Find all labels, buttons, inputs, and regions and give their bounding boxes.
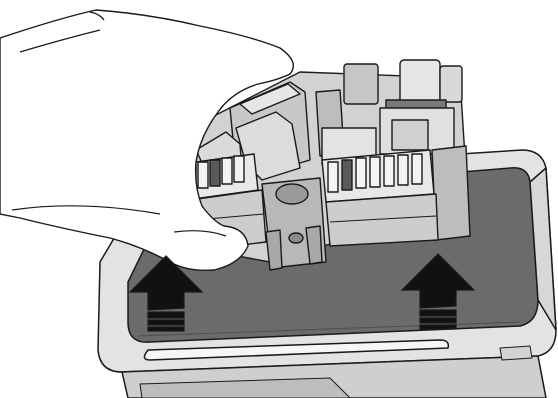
stud-leg-right — [305, 225, 323, 265]
fuse-left-2 — [197, 161, 209, 189]
fuse-box — [181, 59, 471, 271]
stud-leg-left — [265, 229, 283, 271]
tray-right-wall — [529, 167, 557, 331]
relay-top-a — [239, 83, 301, 115]
fuse-right-6 — [397, 154, 409, 186]
fuse-right-4 — [369, 156, 381, 188]
left-arrow-head — [128, 255, 204, 311]
tray-front-lip — [143, 339, 450, 361]
fuse-right-7 — [411, 153, 423, 185]
tray-notch-right — [499, 345, 533, 361]
left-arrow-stripe-1 — [147, 311, 185, 319]
fuse-left-4 — [221, 157, 233, 185]
fuse-right-5 — [383, 155, 395, 187]
relay-box-mid-inner — [391, 119, 429, 151]
fuse-left-5 — [233, 155, 245, 183]
hand-finger-line-1 — [11, 205, 161, 215]
fuse-box-lower-right — [325, 193, 439, 247]
left-arrow-stripe-2 — [147, 319, 185, 326]
relay-tall-2 — [399, 59, 441, 105]
right-arrow-stripe-2 — [419, 317, 457, 324]
right-arrow-stripe-1 — [419, 309, 457, 317]
fuse-right-3 — [355, 157, 367, 189]
hand — [0, 9, 294, 272]
hand-knuckle — [89, 11, 105, 21]
left-arrow-stripe-3 — [147, 326, 185, 332]
tray-front-wall-lower — [139, 377, 351, 398]
fuse-right-2 — [341, 159, 353, 191]
stud-bolt — [288, 232, 304, 244]
relay-tall-3 — [439, 65, 463, 103]
tray-inner-edge — [137, 321, 521, 337]
left-lift-arrow — [128, 255, 204, 332]
right-arrow-head — [400, 253, 476, 309]
right-lift-arrow — [400, 253, 476, 330]
right-arrow-stripe-3 — [419, 324, 457, 330]
fuse-right-1 — [327, 161, 339, 193]
hand-finger-line-2 — [173, 230, 227, 237]
relay-tall-1 — [343, 63, 379, 105]
fuse-row-right — [321, 149, 435, 203]
stud-cap — [275, 183, 309, 205]
hand-wrist-line — [19, 29, 101, 53]
fuse-left-3 — [209, 159, 221, 187]
